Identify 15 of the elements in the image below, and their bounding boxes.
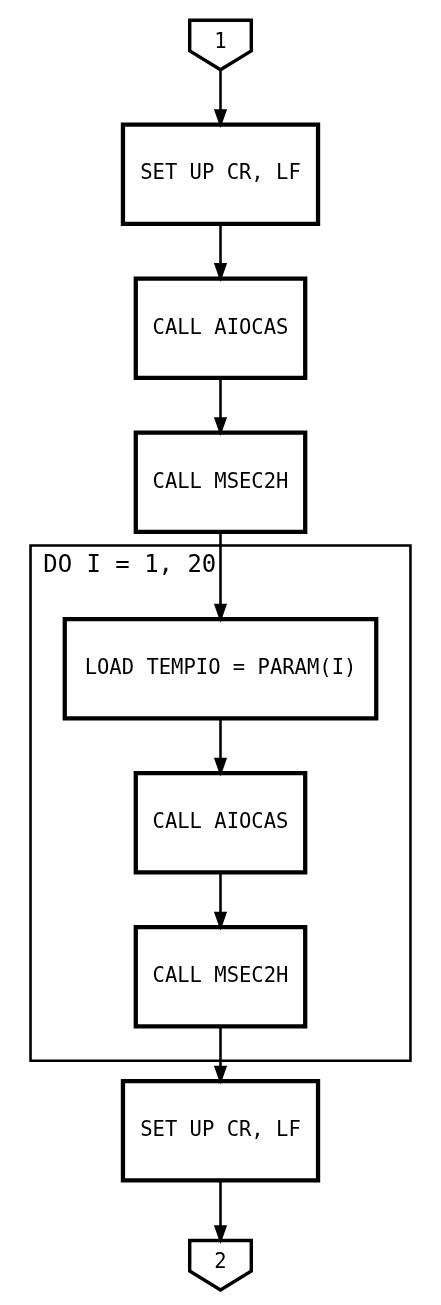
arrow	[213, 70, 228, 129]
arrow	[213, 224, 228, 282]
node-box: CALL MSEC2H	[133, 430, 308, 534]
node-box: SET UP CR, LF	[120, 1079, 321, 1183]
arrow	[213, 718, 228, 777]
arrow	[213, 1027, 228, 1085]
node-box: CALL AIOCAS	[133, 771, 308, 875]
node-box: LOAD TEMPIO = PARAM(I)	[62, 617, 379, 721]
arrow	[213, 532, 228, 623]
node-box: CALL AIOCAS	[133, 276, 308, 380]
arrow	[213, 873, 228, 931]
arrow	[213, 1181, 228, 1245]
node-box: SET UP CR, LF	[120, 122, 321, 226]
node-box: CALL MSEC2H	[133, 925, 308, 1029]
arrow	[213, 378, 228, 436]
